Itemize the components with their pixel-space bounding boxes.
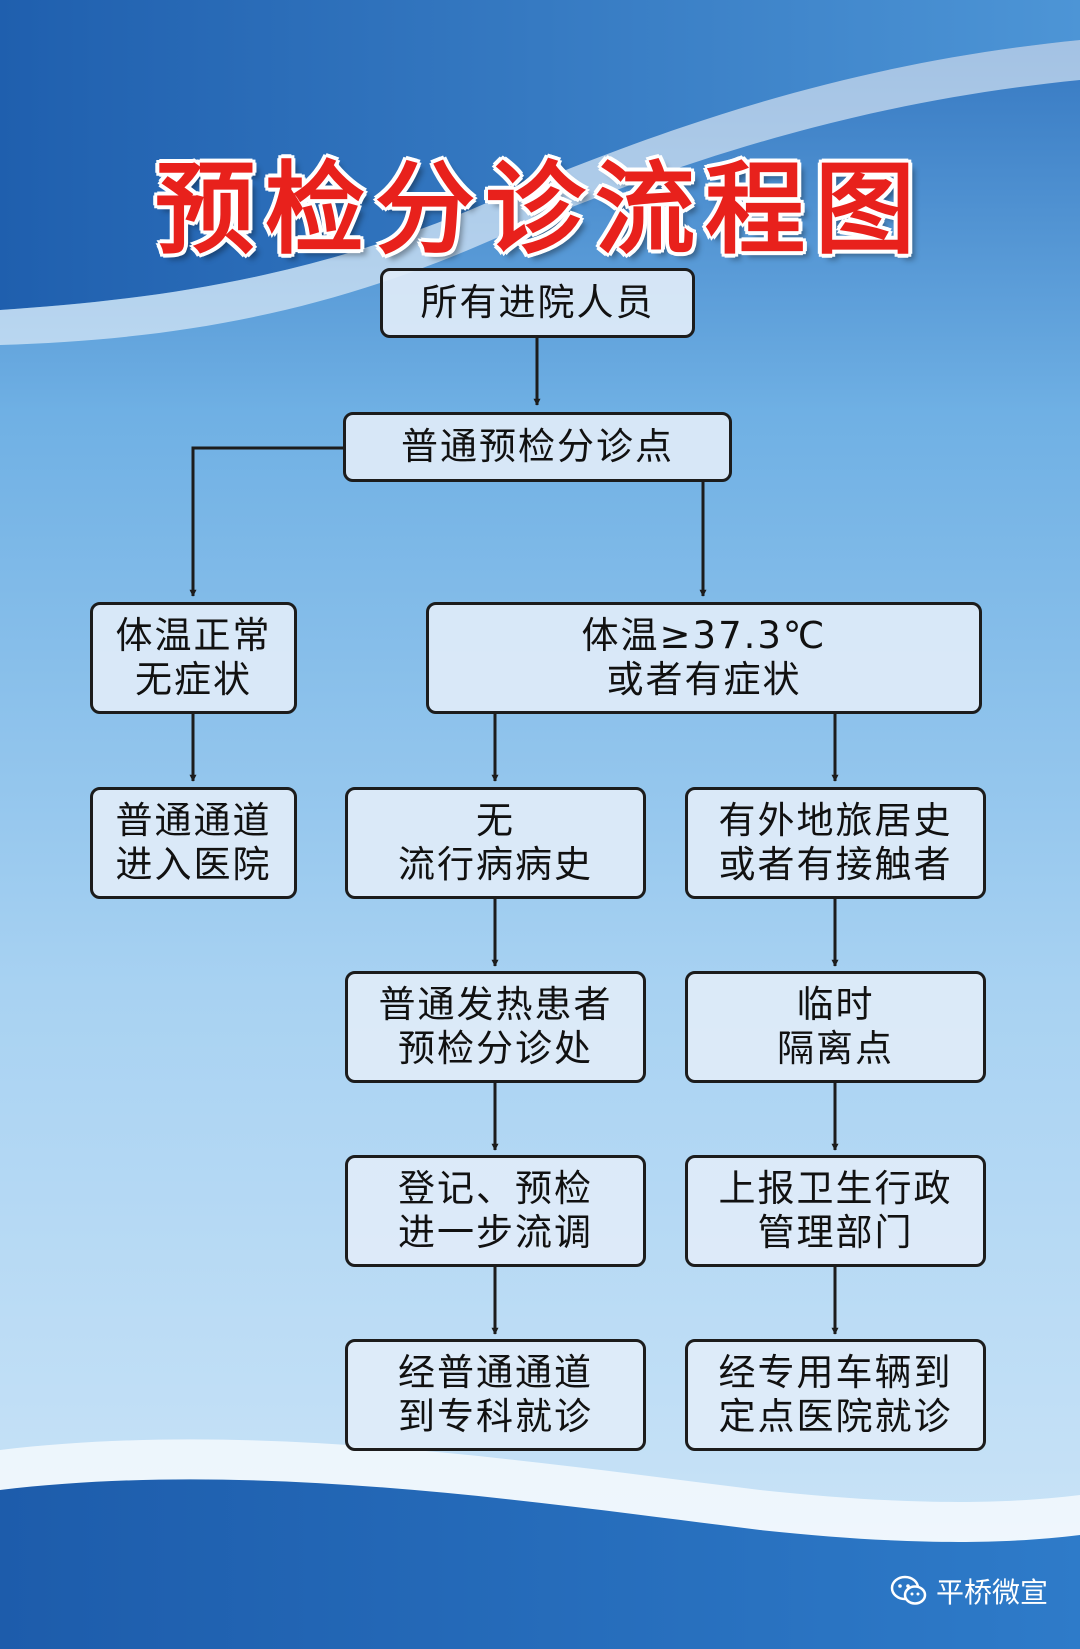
node-line: 或者有接触者	[718, 843, 953, 886]
node-line: 普通通道	[115, 799, 272, 842]
watermark-text: 平桥微宣	[935, 1576, 1048, 1609]
node-line: 进入医院	[115, 843, 272, 886]
node-line: 预检分诊处	[398, 1027, 593, 1070]
node-line: 所有进院人员	[420, 281, 655, 324]
node-fever-triage: 普通发热患者 预检分诊处	[345, 971, 646, 1083]
node-specialist: 经普通通道 到专科就诊	[345, 1339, 646, 1451]
node-line: 流行病病史	[398, 843, 593, 886]
node-line: 有外地旅居史	[718, 799, 953, 842]
page-title: 预检分诊流程图	[155, 151, 925, 268]
node-line: 上报卫生行政	[718, 1167, 953, 1210]
node-line: 经专用车辆到	[718, 1351, 953, 1394]
node-line: 体温≥37.3℃	[581, 614, 827, 657]
node-register: 登记、预检 进一步流调	[345, 1155, 646, 1267]
node-all-visitors: 所有进院人员	[380, 268, 695, 338]
node-temp-isolation: 临时 隔离点	[685, 971, 986, 1083]
node-line: 无	[476, 799, 515, 842]
node-line: 登记、预检	[398, 1167, 593, 1210]
node-line: 体温正常	[115, 614, 272, 657]
node-line: 普通发热患者	[378, 983, 613, 1026]
node-normal-temp: 体温正常 无症状	[90, 602, 297, 714]
node-fever: 体温≥37.3℃ 或者有症状	[426, 602, 982, 714]
watermark: 平桥微宣	[890, 1571, 1048, 1611]
node-designated: 经专用车辆到 定点医院就诊	[685, 1339, 986, 1451]
node-line: 经普通通道	[398, 1351, 593, 1394]
node-line: 进一步流调	[398, 1211, 593, 1254]
arrow-triage-to-normal-temp	[189, 446, 343, 597]
node-line: 管理部门	[757, 1211, 914, 1254]
node-line: 隔离点	[777, 1027, 894, 1070]
node-line: 到专科就诊	[398, 1395, 593, 1438]
node-triage-point: 普通预检分诊点	[343, 412, 732, 482]
node-line: 无症状	[135, 658, 252, 701]
node-travel-contact: 有外地旅居史 或者有接触者	[685, 787, 986, 899]
node-line: 定点医院就诊	[718, 1395, 953, 1438]
wechat-icon	[890, 1575, 927, 1605]
node-normal-channel: 普通通道 进入医院	[90, 787, 297, 899]
node-report: 上报卫生行政 管理部门	[685, 1155, 986, 1267]
node-no-history: 无 流行病病史	[345, 787, 646, 899]
node-line: 或者有症状	[606, 658, 802, 701]
node-line: 普通预检分诊点	[401, 425, 674, 468]
node-line: 临时	[796, 983, 875, 1026]
